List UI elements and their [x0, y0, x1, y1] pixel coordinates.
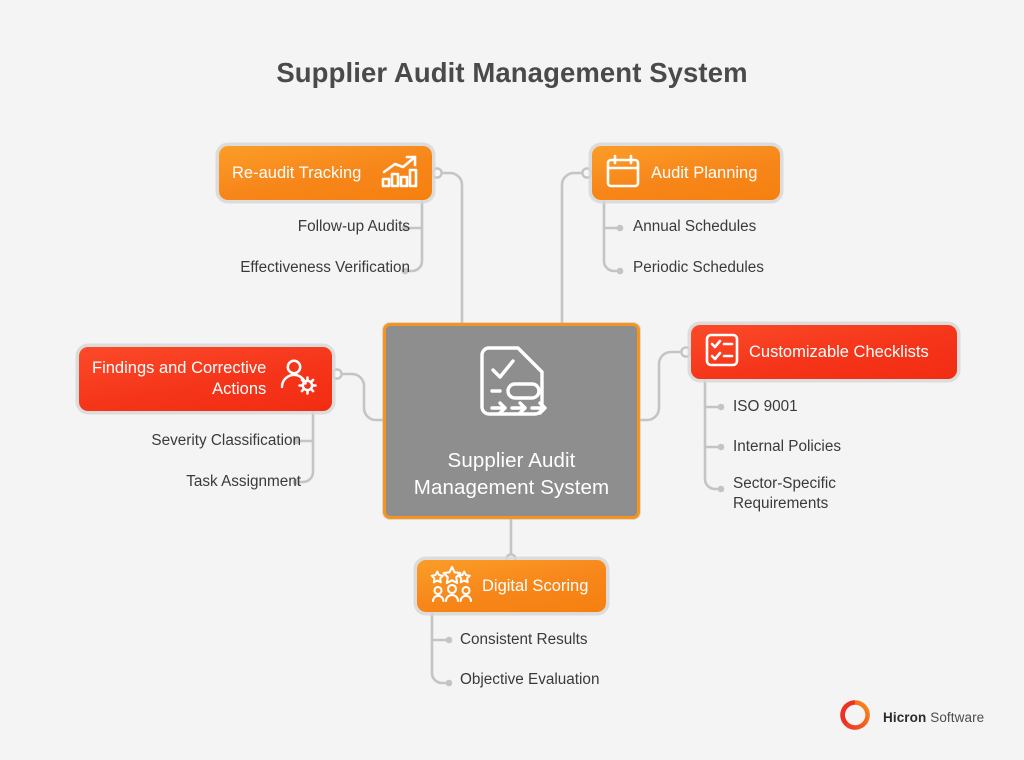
branch-label-reaudit-tracking: Re-audit Tracking: [232, 163, 362, 182]
dot-planning-1: [616, 267, 624, 275]
link-checklists-spine: [703, 377, 723, 491]
port-findings: [331, 368, 343, 380]
port-checklists: [680, 346, 692, 358]
checklist-icon: [704, 332, 740, 373]
sub-item-planning-0: Annual Schedules: [633, 218, 757, 235]
link-center-planning: [560, 171, 588, 325]
sub-item-reaudit-0: Follow-up Audits: [297, 218, 410, 235]
dot-checklists-0: [717, 403, 725, 411]
stars-rating-people-icon: [430, 565, 474, 608]
dot-checklists-2: [717, 485, 725, 493]
branch-node-reaudit-tracking[interactable]: Re-audit Tracking: [219, 146, 432, 200]
hicron-software-logo: Hicron Software: [838, 698, 984, 737]
document-check-arrows-icon: [475, 342, 549, 433]
link-planning-spine: [602, 198, 622, 273]
branch-node-customizable-checklists[interactable]: Customizable Checklists: [691, 325, 957, 379]
branch-label-findings-corrective-actions: Findings and Corrective Actions: [92, 359, 267, 398]
dot-planning-0: [616, 224, 624, 232]
calendar-icon: [605, 153, 641, 194]
logo-suffix: Software: [926, 710, 985, 725]
sub-item-reaudit-1: Effectiveness Verification: [240, 259, 410, 276]
user-gear-icon: [279, 357, 319, 402]
logo-wordmark: Hicron Software: [883, 710, 984, 725]
sub-item-checklists-0: ISO 9001: [733, 398, 798, 415]
dot-checklists-1: [717, 443, 725, 451]
center-node[interactable]: Supplier Audit Management System: [383, 323, 640, 519]
page-title: Supplier Audit Management System: [276, 57, 748, 88]
sub-item-findings-0: Severity Classification: [151, 432, 301, 449]
sub-item-findings-1: Task Assignment: [186, 473, 301, 490]
sub-item-planning-1: Periodic Schedules: [633, 259, 764, 276]
hicron-ring-icon: [838, 698, 872, 737]
dot-scoring-1: [445, 679, 453, 687]
sub-item-checklists-2: Sector-Specific Requirements: [733, 475, 836, 513]
link-center-reaudit: [436, 171, 464, 325]
sub-item-scoring-0: Consistent Results: [460, 631, 588, 648]
branch-node-audit-planning[interactable]: Audit Planning: [592, 146, 780, 200]
logo-brand: Hicron: [883, 710, 927, 725]
branch-label-digital-scoring: Digital Scoring: [482, 576, 589, 595]
sub-item-checklists-1: Internal Policies: [733, 438, 841, 455]
port-planning: [581, 167, 593, 179]
port-reaudit: [431, 167, 443, 179]
link-scoring-spine: [430, 610, 450, 685]
branch-label-customizable-checklists: Customizable Checklists: [749, 342, 929, 361]
center-node-label: Supplier Audit Management System: [413, 449, 610, 500]
branch-node-findings-corrective-actions[interactable]: Findings and Corrective Actions: [79, 347, 332, 411]
dot-scoring-0: [445, 636, 453, 644]
sub-item-scoring-1: Objective Evaluation: [460, 671, 600, 688]
branch-label-audit-planning: Audit Planning: [651, 163, 758, 182]
branch-node-digital-scoring[interactable]: Digital Scoring: [417, 560, 606, 612]
growth-bar-chart-icon: [381, 153, 419, 194]
